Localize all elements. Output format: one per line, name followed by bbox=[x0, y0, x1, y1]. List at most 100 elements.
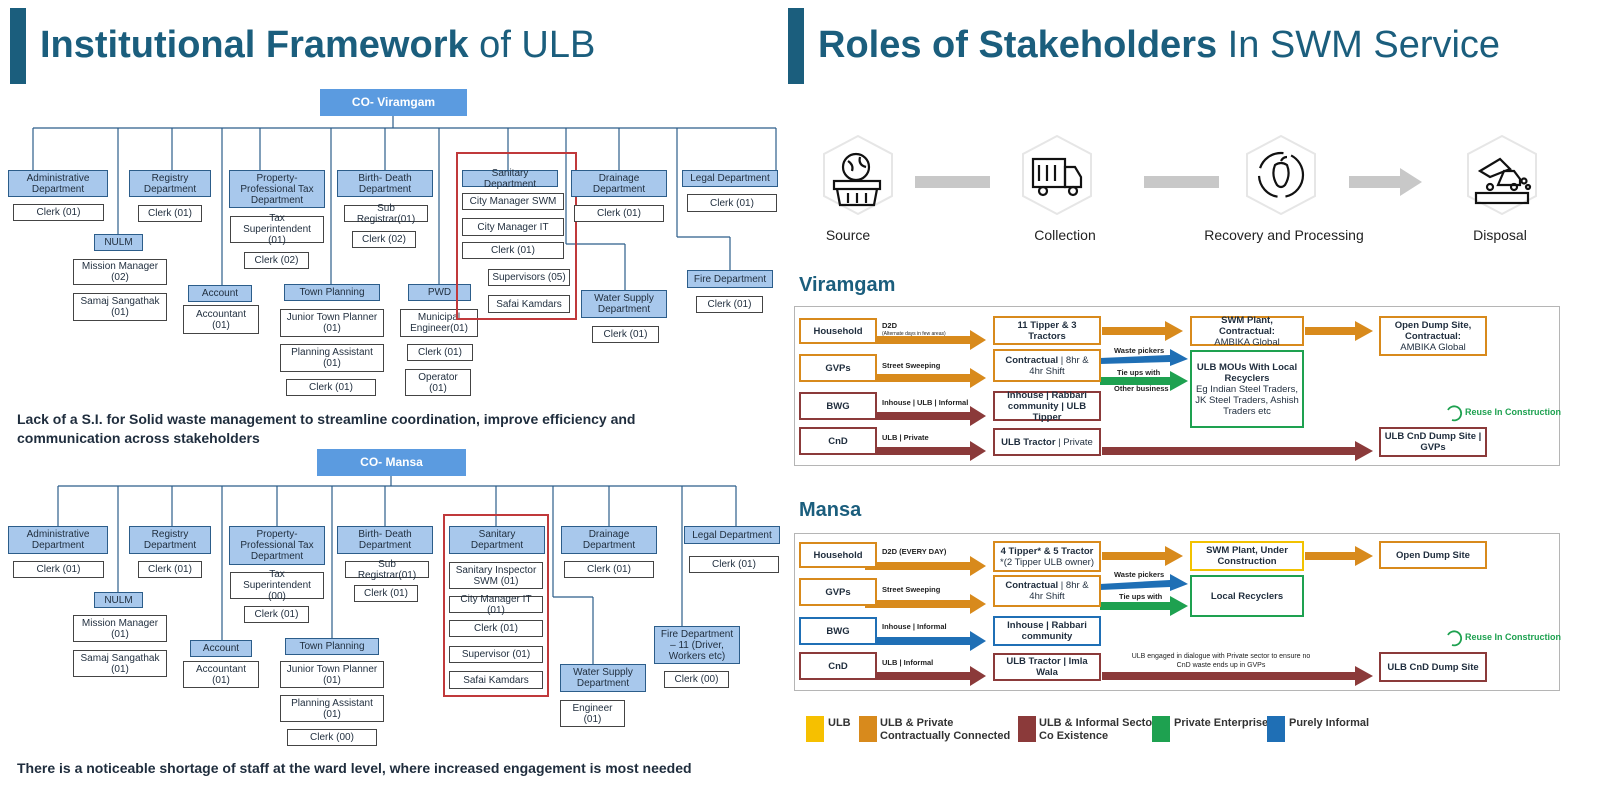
stage-label-collection: Collection bbox=[1034, 227, 1096, 243]
mansa-registry-clerk: Clerk (01) bbox=[138, 561, 202, 578]
viramgam-sanitary-clerk: Clerk (01) bbox=[462, 242, 564, 259]
viramgam-account: Account bbox=[188, 285, 252, 302]
viramgam-collection-contractual: Contractual | 8hr & 4hr Shift bbox=[993, 349, 1101, 382]
viramgam-label-d2d: D2D(Alternate days in few areas) bbox=[882, 321, 946, 337]
mansa-sub-registrar: Sub Registrar(01) bbox=[345, 559, 429, 581]
mansa-admin-clerk: Clerk (01) bbox=[13, 561, 104, 578]
mansa-admin-dept: Administrative Department bbox=[8, 526, 108, 554]
right-title-accent bbox=[788, 8, 804, 84]
mansa-property-dept: Property- Professional Tax Department bbox=[229, 526, 325, 565]
viramgam-legal-clerk: Clerk (01) bbox=[687, 194, 777, 212]
viramgam-planning-assistant: Planning Assistant (01) bbox=[280, 344, 384, 372]
mansa-property-clerk: Clerk (01) bbox=[244, 606, 309, 623]
legend-swatch-private bbox=[1152, 716, 1170, 742]
legend-swatch-ulb-private bbox=[859, 716, 877, 742]
viramgam-note: Lack of a S.I. for Solid waste managemen… bbox=[17, 411, 636, 446]
mansa-label-cnd-note: ULB engaged in dialogue with Private sec… bbox=[1131, 653, 1311, 669]
viramgam-disposal-open-dump: Open Dump Site, Contractual:AMBIKA Globa… bbox=[1379, 316, 1487, 356]
viramgam-mission-manager: Mission Manager (02) bbox=[73, 259, 167, 285]
mansa-source-cnd: CnD bbox=[799, 652, 877, 680]
mansa-heading: Mansa bbox=[799, 499, 862, 521]
viramgam-label-street-sweeping: Street Sweeping bbox=[882, 361, 941, 370]
viramgam-source-bwg: BWG bbox=[799, 392, 877, 420]
mansa-label-d2d: D2D (EVERY DAY) bbox=[882, 547, 947, 556]
left-title-accent bbox=[10, 8, 26, 84]
viramgam-sanitary-dept: Sanitary Department bbox=[462, 168, 558, 190]
mansa-note: There is a noticeable shortage of staff … bbox=[17, 760, 692, 776]
mansa-city-manager-it: City Manager IT (01) bbox=[449, 594, 543, 616]
viramgam-birth-death-dept: Birth- Death Department bbox=[337, 170, 433, 197]
mansa-fire-clerk: Clerk (00) bbox=[664, 671, 729, 688]
viramgam-junior-town-planner: Junior Town Planner (01) bbox=[280, 309, 384, 337]
mansa-flow-panel bbox=[794, 533, 1560, 691]
mansa-mission-manager: Mission Manager (01) bbox=[73, 615, 167, 642]
viramgam-flow-panel bbox=[794, 306, 1560, 466]
disposal-dump-truck-icon bbox=[1474, 157, 1532, 205]
viramgam-disposal-cnd-dump: ULB CnD Dump Site | GVPs bbox=[1379, 427, 1487, 457]
viramgam-pwd: PWD bbox=[408, 284, 471, 301]
right-title: Roles of Stakeholders In SWM Service bbox=[818, 24, 1501, 66]
viramgam-safai-kamdars: Safai Kamdars bbox=[488, 295, 570, 313]
mansa-town-planning: Town Planning bbox=[285, 638, 379, 655]
mansa-supervisor: Supervisor (01) bbox=[449, 646, 543, 663]
mansa-disposal-open-dump: Open Dump Site bbox=[1379, 541, 1487, 569]
mansa-sanitary-clerk: Clerk (01) bbox=[449, 620, 543, 637]
mansa-collection-inhouse: Inhouse | Rabbari community bbox=[993, 616, 1101, 646]
mansa-label-bwg: Inhouse | Informal bbox=[882, 622, 947, 631]
viramgam-label-bwg: Inhouse | ULB | Informal bbox=[882, 398, 969, 407]
recovery-recycle-icon bbox=[1257, 151, 1305, 199]
viramgam-drainage-dept: Drainage Department bbox=[571, 170, 667, 197]
mansa-recovery-recyclers: Local Recyclers bbox=[1190, 575, 1304, 617]
viramgam-source-gvps: GVPs bbox=[799, 354, 877, 382]
mansa-collection-ulb-tractor: ULB Tractor | Imla Wala bbox=[993, 653, 1101, 681]
mansa-sanitary-inspector-swm: Sanitary Inspector SWM (01) bbox=[449, 562, 543, 589]
mansa-birth-clerk: Clerk (01) bbox=[354, 585, 418, 602]
viramgam-tax-superintendent: Tax Superintendent (01) bbox=[230, 213, 324, 246]
viramgam-source-household: Household bbox=[799, 318, 877, 344]
viramgam-reuse-label: Reuse In Construction bbox=[1465, 407, 1562, 417]
left-title: Institutional Framework of ULB bbox=[40, 24, 596, 66]
mansa-birth-death-dept: Birth- Death Department bbox=[337, 526, 433, 554]
viramgam-city-manager-swm: City Manager SWM bbox=[462, 193, 564, 210]
mansa-source-gvps: GVPs bbox=[799, 578, 877, 606]
viramgam-legal-dept: Legal Department bbox=[682, 170, 778, 187]
viramgam-property-clerk: Clerk (02) bbox=[244, 252, 309, 269]
viramgam-municipal-engineer: Municipal Engineer(01) bbox=[400, 309, 478, 337]
viramgam-fire-clerk: Clerk (01) bbox=[696, 296, 763, 313]
mansa-label-cnd: ULB | Informal bbox=[882, 658, 934, 667]
viramgam-sub-registrar: Sub Registrar(01) bbox=[344, 203, 428, 225]
legend-swatch-informal bbox=[1267, 716, 1285, 742]
mansa-water-supply-dept: Water Supply Department bbox=[560, 664, 646, 692]
viramgam-supervisors: Supervisors (05) bbox=[488, 269, 570, 286]
mansa-junior-town-planner: Junior Town Planner (01) bbox=[280, 661, 384, 688]
viramgam-water-supply-dept: Water Supply Department bbox=[581, 290, 667, 318]
mansa-legal-clerk: Clerk (01) bbox=[689, 556, 779, 573]
mansa-tax-superintendent: Tax Superintendent (00) bbox=[230, 569, 324, 602]
viramgam-samaj: Samaj Sangathak (01) bbox=[73, 293, 167, 321]
viramgam-source-cnd: CnD bbox=[799, 427, 877, 455]
mansa-samaj: Samaj Sangathak (01) bbox=[73, 650, 167, 677]
mansa-drainage-dept: Drainage Department bbox=[561, 526, 657, 554]
mansa-source-bwg: BWG bbox=[799, 617, 877, 645]
viramgam-water-clerk: Clerk (01) bbox=[592, 326, 659, 343]
mansa-disposal-cnd-dump: ULB CnD Dump Site bbox=[1379, 652, 1487, 682]
viramgam-operator: Operator (01) bbox=[405, 369, 471, 396]
viramgam-admin-dept: Administrative Department bbox=[8, 170, 108, 197]
mansa-reuse-label: Reuse In Construction bbox=[1465, 632, 1562, 642]
viramgam-co-box: CO- Viramgam bbox=[320, 89, 467, 116]
mansa-collection-tippers: 4 Tipper* & 5 Tractor*(2 Tipper ULB owne… bbox=[993, 541, 1101, 572]
mansa-label-street-sweeping: Street Sweeping bbox=[882, 585, 941, 594]
legend-label-ulb-informal: ULB & Informal Sector Co Existence bbox=[1039, 717, 1157, 742]
viramgam-town-clerk: Clerk (01) bbox=[286, 379, 376, 396]
stage-label-disposal: Disposal bbox=[1473, 227, 1527, 243]
viramgam-accountant: Accountant (01) bbox=[183, 305, 259, 334]
legend-label-ulb: ULB bbox=[828, 717, 851, 729]
viramgam-label-cnd: ULB | Private bbox=[882, 433, 929, 442]
legend-label-private: Private Enterprise bbox=[1174, 717, 1269, 729]
org-chart-connectors bbox=[32, 116, 777, 664]
viramgam-collection-ulb-tractor: ULB Tractor | Private bbox=[993, 428, 1101, 456]
legend-swatch-ulb bbox=[806, 716, 824, 742]
viramgam-pwd-clerk: Clerk (01) bbox=[407, 344, 473, 361]
viramgam-registry-clerk: Clerk (01) bbox=[138, 205, 202, 222]
